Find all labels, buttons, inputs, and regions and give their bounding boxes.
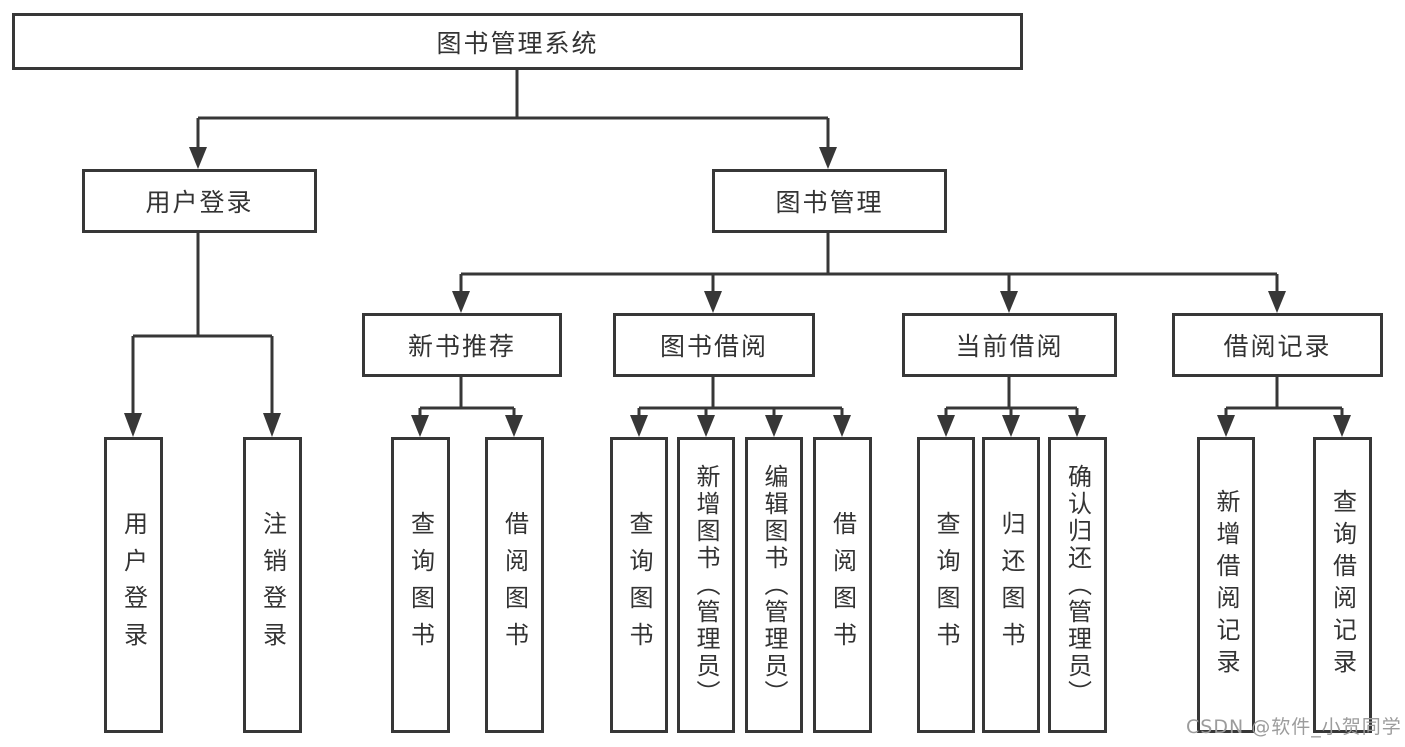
node-root: 图书管理系统 xyxy=(12,13,1023,70)
leaf-query-borrow-record: 查询借阅记录 xyxy=(1313,437,1372,733)
node-user-login: 用户登录 xyxy=(82,169,317,233)
arrowheads xyxy=(124,147,1351,437)
leaf-borrow-book-recommend: 借阅图书 xyxy=(485,437,544,733)
leaf-borrow-book-label: 借阅图书 xyxy=(828,511,857,659)
leaf-user-login: 用户登录 xyxy=(104,437,163,733)
leaf-query-book-borrow-label: 查询图书 xyxy=(625,511,653,659)
leaf-add-borrow-record: 新增借阅记录 xyxy=(1197,437,1255,733)
node-new-book-recommend: 新书推荐 xyxy=(362,313,562,377)
node-current-borrow: 当前借阅 xyxy=(902,313,1117,377)
leaf-edit-book-admin: 编辑图书（管理员） xyxy=(745,437,803,733)
leaf-query-book-current: 查询图书 xyxy=(917,437,975,733)
node-book-management-label: 图书管理 xyxy=(775,188,884,217)
leaf-return-book-label: 归还图书 xyxy=(997,511,1025,659)
csdn-watermark: CSDN @软件_小贺同学 xyxy=(1186,716,1402,738)
node-new-book-recommend-label: 新书推荐 xyxy=(407,332,516,361)
leaf-query-book-recommend: 查询图书 xyxy=(391,437,450,733)
leaf-query-book-recommend-label: 查询图书 xyxy=(406,511,435,659)
leaf-query-book-borrow: 查询图书 xyxy=(610,437,668,733)
node-borrow-records-label: 借阅记录 xyxy=(1223,332,1332,361)
leaf-logout: 注销登录 xyxy=(243,437,302,733)
leaf-query-borrow-record-label: 查询借阅记录 xyxy=(1328,489,1357,681)
leaf-confirm-return-admin-label: 确认归还（管理员） xyxy=(1063,463,1092,707)
node-book-borrow-label: 图书借阅 xyxy=(659,332,768,361)
leaf-user-login-label: 用户登录 xyxy=(119,511,148,659)
node-current-borrow-label: 当前借阅 xyxy=(955,332,1064,361)
leaf-add-borrow-record-label: 新增借阅记录 xyxy=(1212,489,1240,681)
leaf-borrow-book: 借阅图书 xyxy=(813,437,872,733)
leaf-query-book-current-label: 查询图书 xyxy=(932,511,960,659)
node-user-login-label: 用户登录 xyxy=(145,188,254,217)
leaf-borrow-book-recommend-label: 借阅图书 xyxy=(500,511,529,659)
leaf-return-book: 归还图书 xyxy=(982,437,1040,733)
leaf-add-book-admin: 新增图书（管理员） xyxy=(677,437,735,733)
node-borrow-records: 借阅记录 xyxy=(1172,313,1383,377)
leaf-confirm-return-admin: 确认归还（管理员） xyxy=(1048,437,1107,733)
node-book-management: 图书管理 xyxy=(712,169,947,233)
node-book-borrow: 图书借阅 xyxy=(613,313,815,377)
node-root-label: 图书管理系统 xyxy=(436,28,599,58)
leaf-edit-book-admin-label: 编辑图书（管理员） xyxy=(760,463,788,707)
leaf-add-book-admin-label: 新增图书（管理员） xyxy=(692,463,720,707)
leaf-logout-label: 注销登录 xyxy=(258,511,287,659)
